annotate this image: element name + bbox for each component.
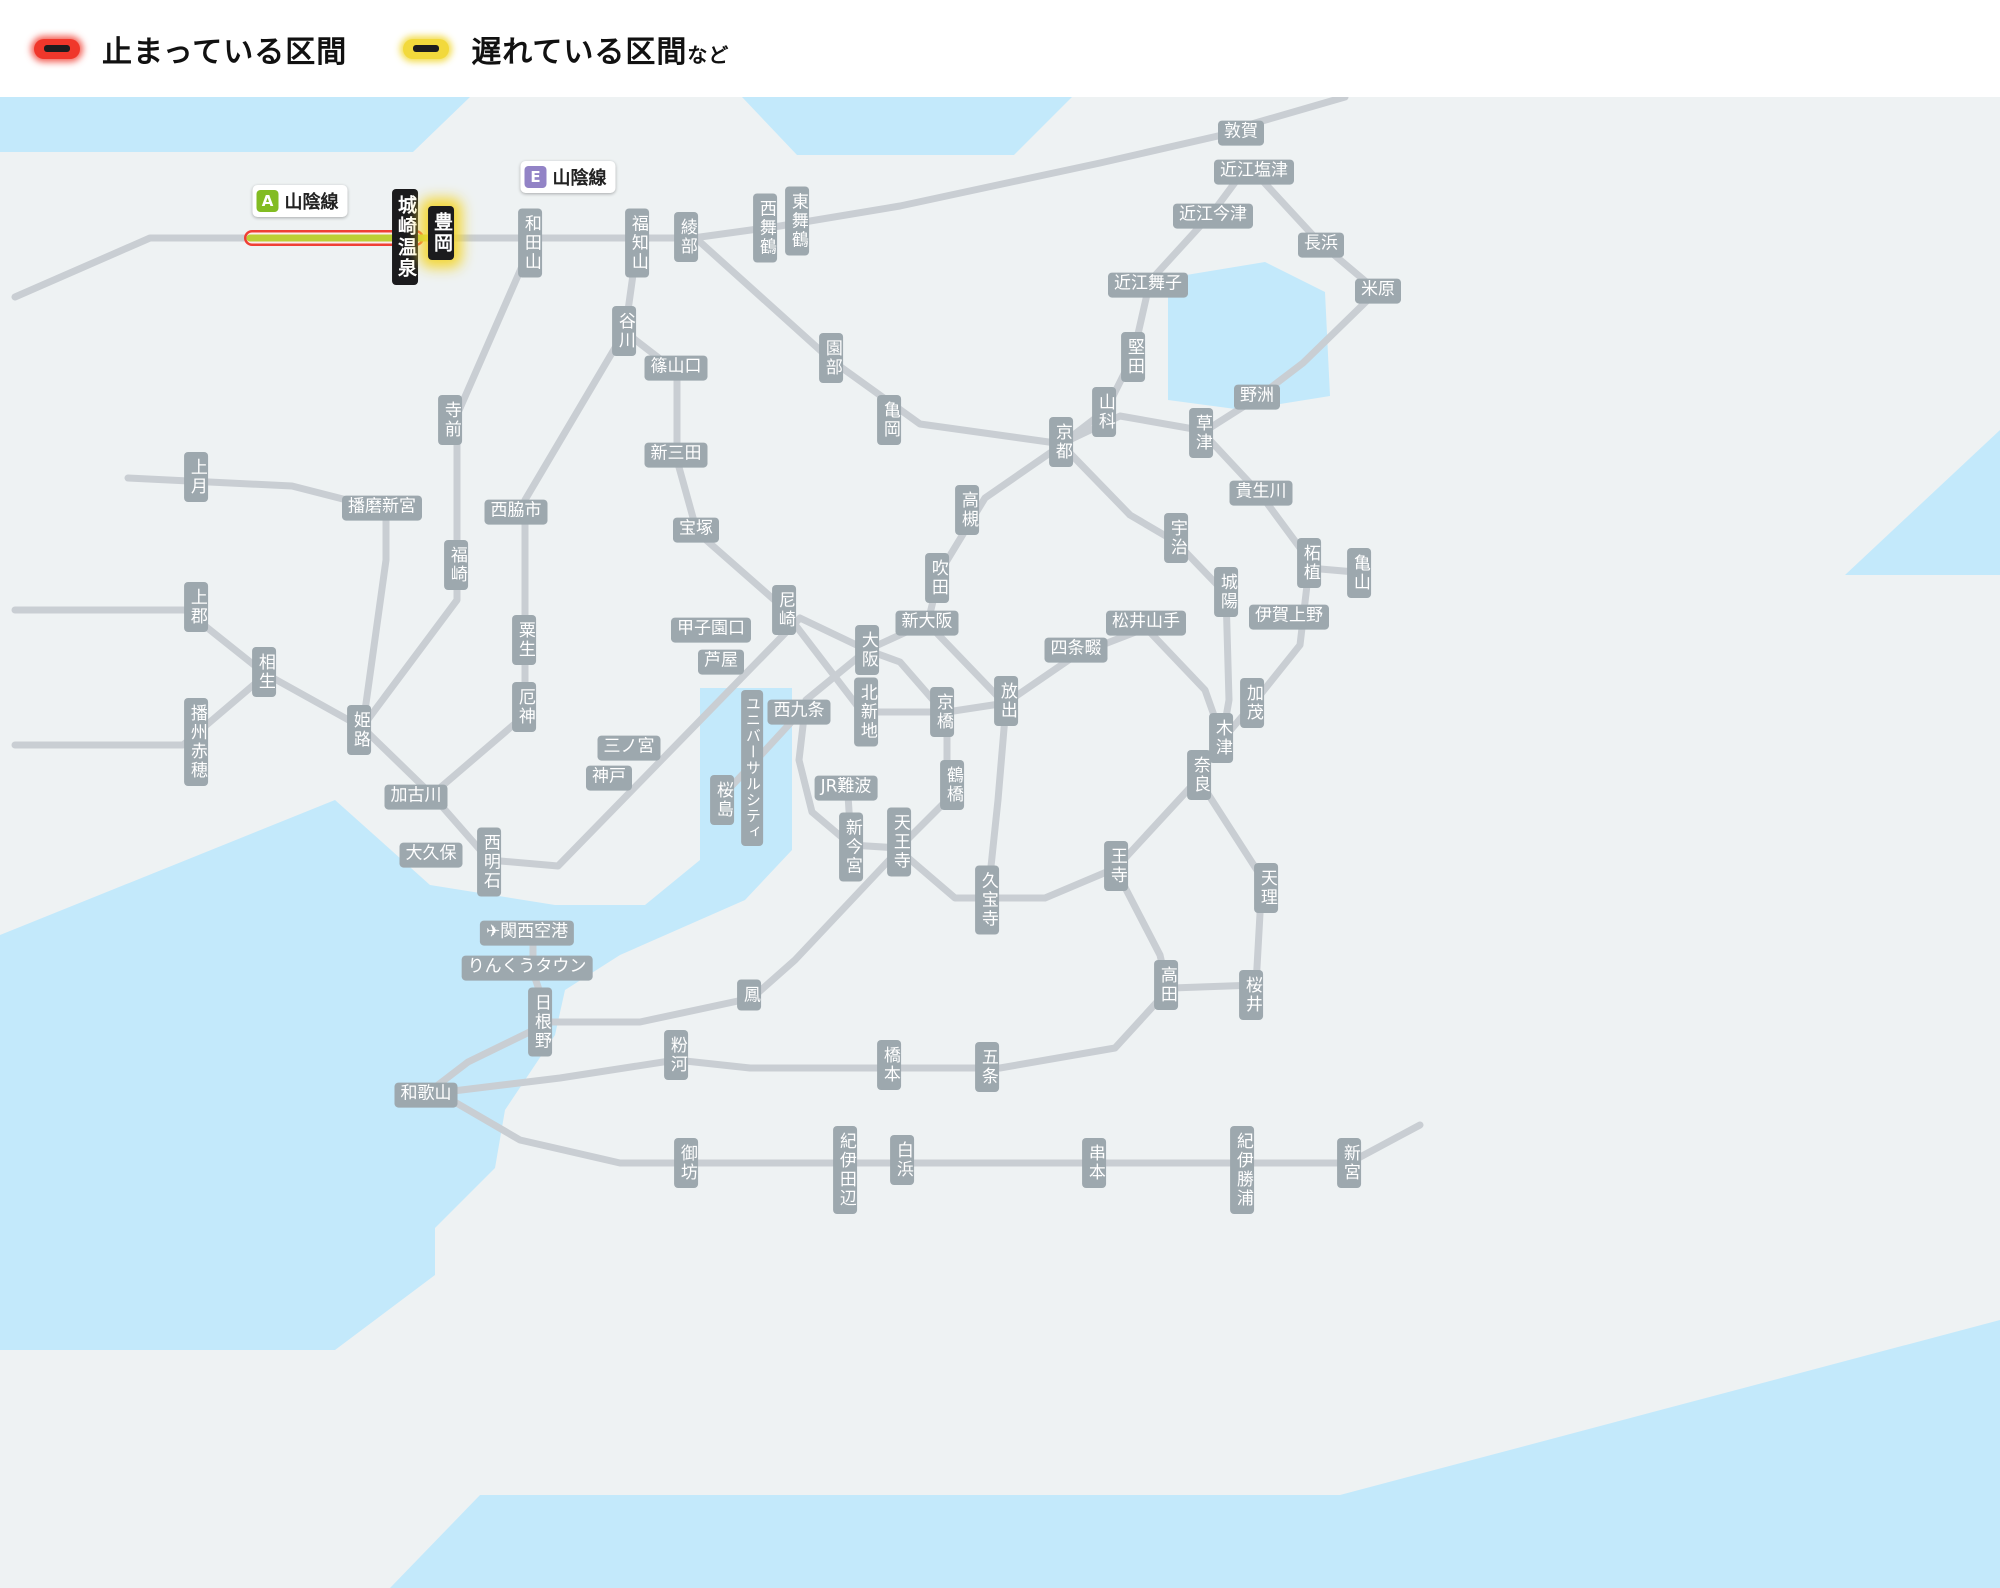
delayed-section-text: 遅れている区間 [471, 34, 688, 70]
rail-line-sakurai-line [1168, 776, 1266, 992]
rail-line-kakogawa [430, 332, 626, 797]
water-layer [0, 97, 2000, 1588]
rail-line-bantan [362, 244, 534, 726]
rail-line-obama [689, 129, 1235, 242]
sea-osaka-bay [0, 688, 792, 1350]
stopped-section-icon [34, 38, 80, 59]
sea-south [390, 1320, 2000, 1588]
delayed-section-label: 遅れている区間など [471, 27, 729, 71]
sea-top-west [0, 97, 470, 152]
rail-line-nara-line [1059, 442, 1233, 744]
rail-line-osaka-higashi [926, 622, 1010, 899]
delayed-section-suffix: など [687, 42, 730, 67]
rail-line-sagano [696, 238, 1067, 448]
rail-line-ako [11, 672, 268, 749]
rail-line-sanin [11, 234, 697, 301]
rail-line-namba-spur [844, 791, 855, 846]
delayed-section-icon-bar [413, 45, 440, 52]
rail-line-hanwa [430, 852, 897, 1092]
stopped-section-icon-bar [44, 45, 70, 52]
rail-line-kisei [430, 1086, 1424, 1167]
sea-east [1845, 430, 2000, 575]
lake-biwa [1168, 262, 1330, 410]
rail-line-osaka-loop [795, 646, 951, 852]
sea-top-center [742, 97, 1072, 155]
delayed-section-icon [403, 38, 450, 59]
stopped-section-label: 止まっている区間 [102, 34, 348, 70]
legend-bar: 止まっている区間 遅れている区間など [0, 0, 2000, 97]
rail-line-yamatoji [895, 774, 1203, 902]
